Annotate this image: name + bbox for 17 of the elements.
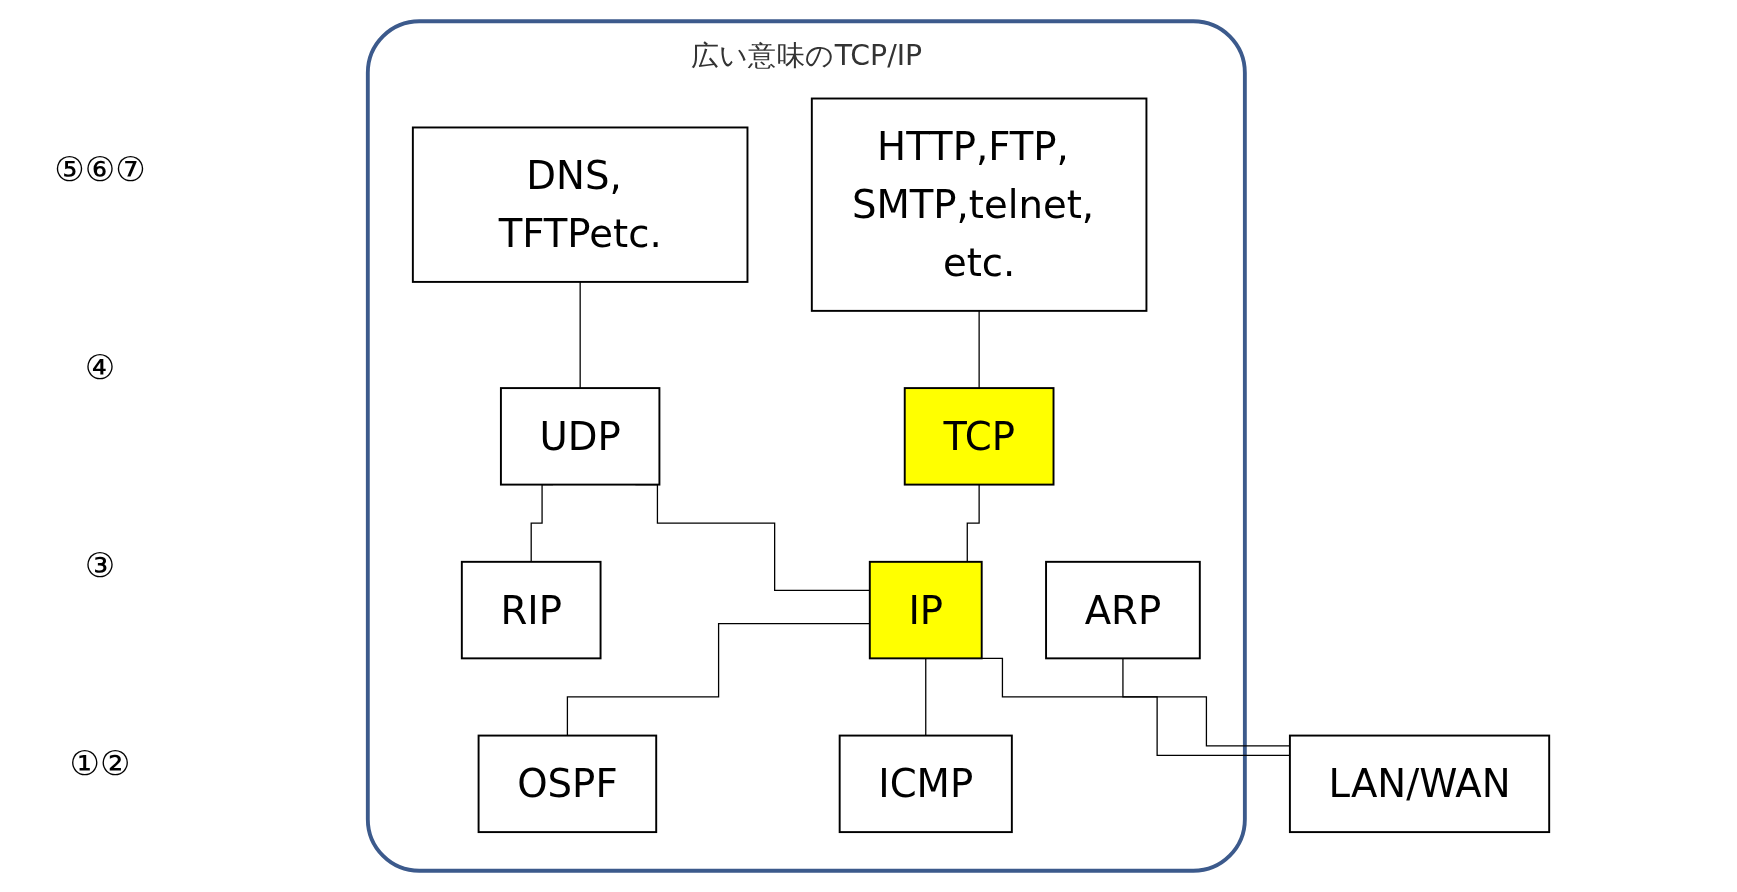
connector [579, 281, 581, 389]
node-box: ARP [1045, 560, 1201, 660]
node-box: OSPF [477, 734, 658, 834]
node-box: RIP [460, 560, 602, 660]
node-box: TCP [903, 387, 1055, 486]
layer-number: ⑤⑥⑦ [53, 149, 147, 189]
connector [978, 310, 980, 389]
layer-number: ④ [83, 347, 117, 387]
node-box: LAN/WAN [1288, 734, 1551, 834]
node-box: HTTP,FTP, SMTP,telnet, etc. [810, 97, 1148, 312]
node-box: IP [868, 560, 983, 660]
connector [925, 657, 927, 737]
node-box: UDP [499, 387, 661, 486]
node-box: ICMP [838, 734, 1013, 834]
node-box: DNS, TFTPetc. [411, 126, 749, 283]
layer-number: ①② [68, 743, 132, 783]
layer-number: ③ [83, 545, 117, 585]
